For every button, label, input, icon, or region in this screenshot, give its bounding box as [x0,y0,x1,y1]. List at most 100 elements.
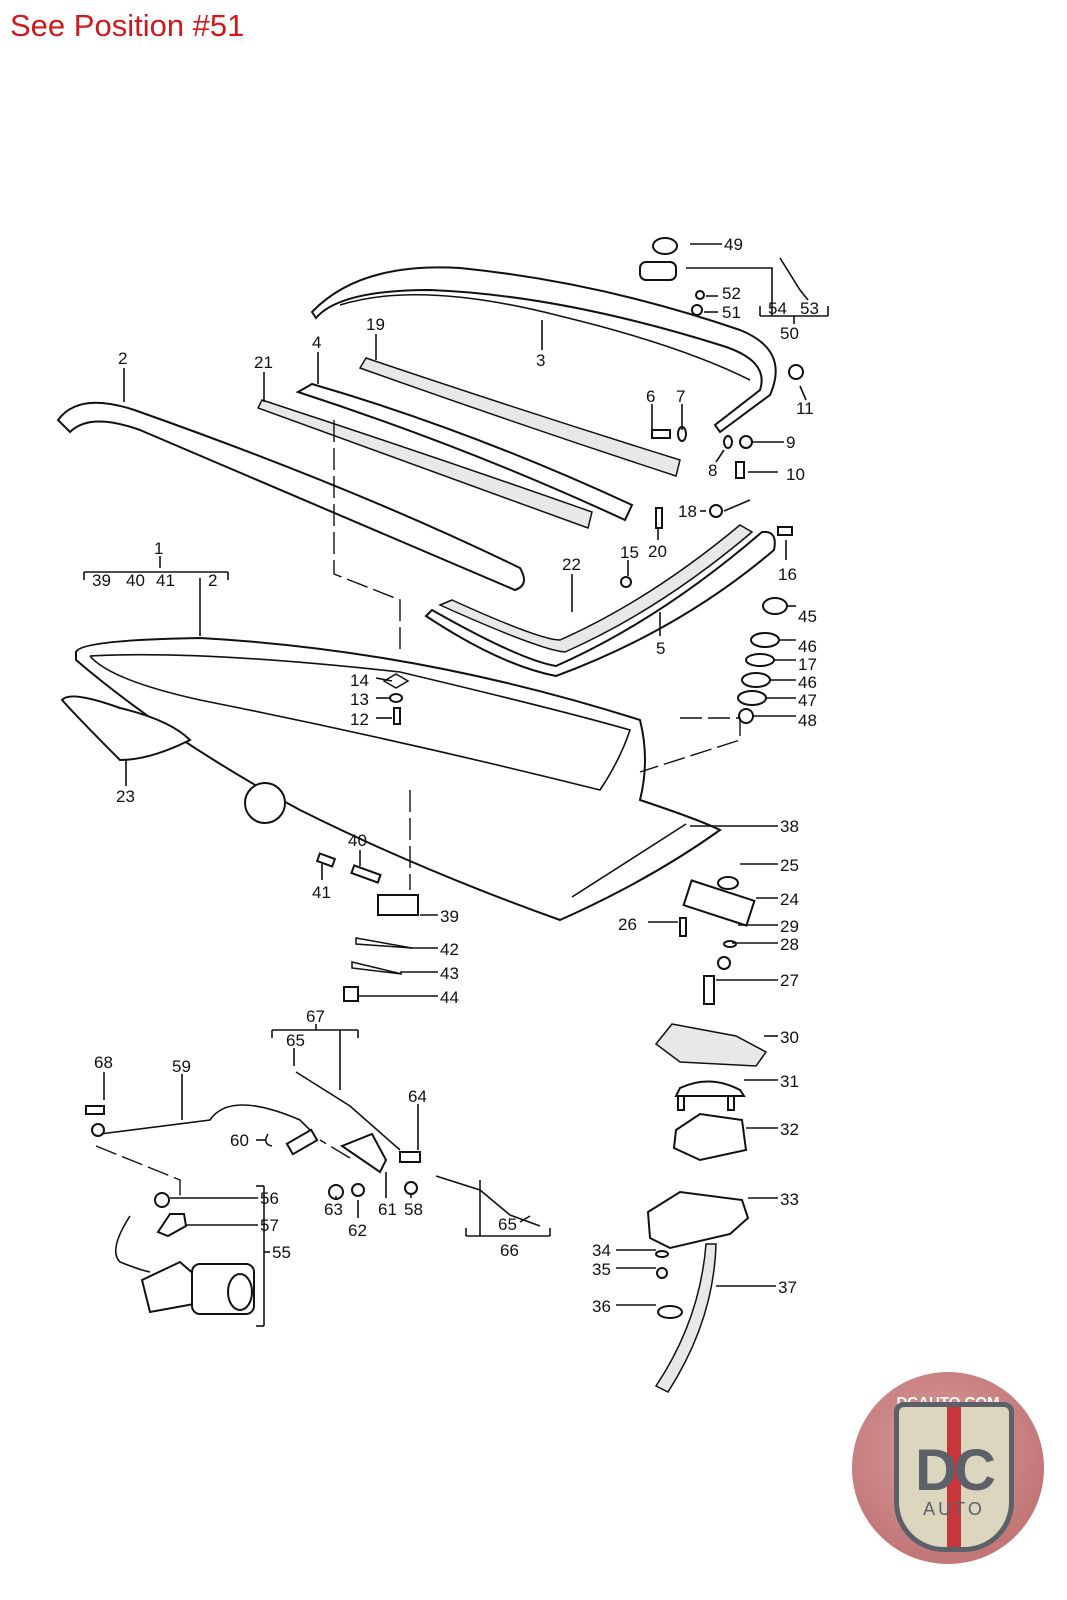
part-cable-38 [571,823,687,898]
callout-6: 6 [646,387,655,406]
callout-32: 32 [780,1120,799,1139]
callout-21: 21 [254,353,273,372]
callout-3: 3 [536,351,545,370]
callout-46-bottom: 46 [798,673,817,692]
part-seal-19 [358,357,681,477]
callout-29: 29 [780,917,799,936]
callout-35: 35 [592,1260,611,1279]
callout-61: 61 [378,1200,397,1219]
dashed-guides [95,420,741,1200]
callout-4: 4 [312,333,321,352]
callout-64: 64 [408,1087,427,1106]
callout-46-top: 46 [798,637,817,656]
callout-5: 5 [656,639,665,658]
callout-56: 56 [260,1189,279,1208]
callout-60: 60 [230,1131,249,1150]
callout-23: 23 [116,787,135,806]
part-engine-lid [75,636,722,922]
part-strip-4 [295,382,634,522]
callout-54: 54 [768,299,787,318]
callout-11: 11 [796,399,814,418]
callout-33: 33 [780,1190,799,1209]
callout-9: 9 [786,433,795,452]
callout-37: 37 [778,1278,797,1297]
part-molding-5 [424,530,776,678]
callout-40-kit: 40 [126,571,145,590]
callout-58: 58 [404,1200,423,1219]
callout-55: 55 [272,1243,291,1262]
callout-67: 67 [306,1007,325,1026]
callout-2-kit: 2 [208,571,217,590]
logo-mark: DC [915,1438,996,1503]
latch-assembly [679,876,756,1005]
callout-48: 48 [798,711,817,730]
callout-27: 27 [780,971,799,990]
callout-40: 40 [348,831,367,850]
callout-10: 10 [786,465,805,484]
logo-shield: DC AUTO [894,1402,1014,1552]
see-position-note: See Position #51 [10,8,245,43]
callout-18: 18 [678,502,697,521]
callout-15: 15 [620,543,639,562]
callout-59: 59 [172,1057,191,1076]
callout-16: 16 [778,565,797,584]
callout-30: 30 [780,1028,799,1047]
callout-1: 1 [154,539,163,558]
callout-44: 44 [440,988,459,1007]
callout-39: 39 [440,907,459,926]
callout-labels: 49 52 51 54 53 50 3 2 21 4 19 6 7 11 9 8… [92,235,819,1316]
callout-24: 24 [780,890,799,909]
part-pin-40 [350,864,382,884]
callout-19: 19 [366,315,385,334]
callout-14: 14 [350,671,369,690]
callout-2: 2 [118,349,127,368]
callout-43: 43 [440,964,459,983]
callout-42: 42 [440,940,459,959]
part-clip-41 [315,852,337,868]
callout-28: 28 [780,935,799,954]
logo-stripe [947,1407,961,1547]
callout-66: 66 [500,1241,519,1260]
callout-45: 45 [798,607,817,626]
callout-12: 12 [350,710,369,729]
callout-50: 50 [780,324,799,343]
callout-68: 68 [94,1053,113,1072]
part-shim-42 [355,937,413,949]
callout-38: 38 [780,817,799,836]
callout-65-bottom: 65 [498,1215,517,1234]
callout-63: 63 [324,1200,343,1219]
part-seal-22 [438,524,754,653]
callout-17: 17 [798,655,817,674]
callout-41-kit: 41 [156,571,175,590]
part-engine-lid-top [310,266,777,434]
callout-52: 52 [722,284,741,303]
buffer-assembly [646,1023,768,1393]
callout-57: 57 [260,1216,279,1235]
callout-36: 36 [592,1297,611,1316]
callout-25: 25 [780,856,799,875]
logo-sub: AUTO [923,1499,985,1519]
part-seal-23 [60,695,192,762]
callout-65-top: 65 [286,1031,305,1050]
callout-22: 22 [562,555,581,574]
leader-lines [83,243,829,1327]
callout-8: 8 [708,461,717,480]
callout-26: 26 [618,915,637,934]
callout-34: 34 [592,1241,611,1260]
callout-7: 7 [676,387,685,406]
callout-13: 13 [350,690,369,709]
release-cable-assembly [85,1071,541,1227]
callout-62: 62 [348,1221,367,1240]
part-shim-43 [351,961,403,975]
part-bolt-44 [343,986,359,1002]
fasteners-right [382,237,809,725]
part-hinge-39 [377,894,419,916]
callout-39-kit: 39 [92,571,111,590]
emblem-stamp [244,782,286,824]
callout-47: 47 [798,691,817,710]
callout-51: 51 [722,303,741,322]
callout-31: 31 [780,1072,799,1091]
callout-20: 20 [648,542,667,561]
